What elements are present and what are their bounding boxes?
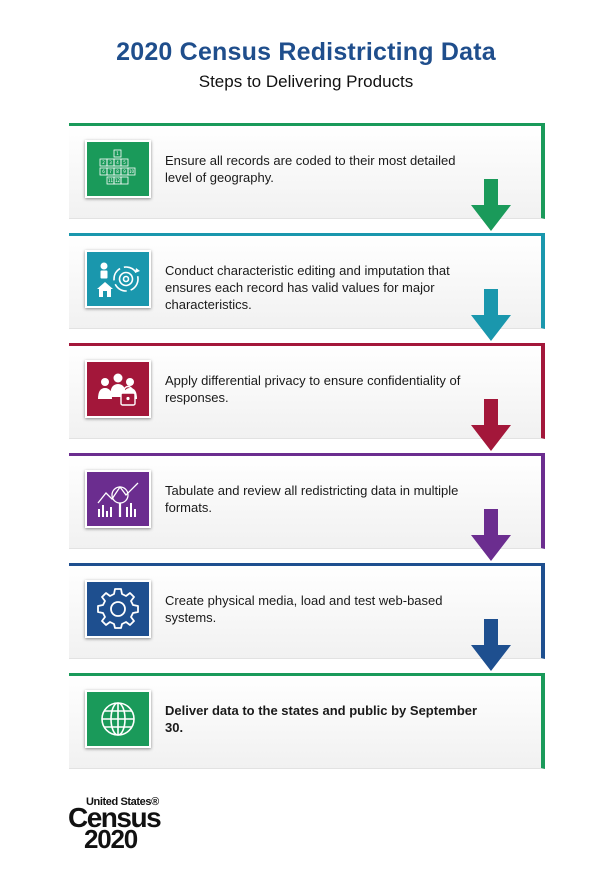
svg-text:3: 3 — [109, 160, 112, 165]
page-subtitle: Steps to Delivering Products — [198, 72, 414, 91]
arrow-down-icon — [471, 399, 511, 451]
svg-text:11: 11 — [108, 178, 114, 183]
gear-icon — [85, 580, 151, 638]
svg-text:10: 10 — [129, 169, 135, 174]
svg-text:7: 7 — [109, 169, 112, 174]
logo-united-states: United States® — [86, 796, 159, 808]
step-6: Deliver data to the states and public by… — [69, 673, 545, 769]
arrow-down-icon — [471, 619, 511, 671]
page-title: 2020 Census Redistricting Data — [116, 38, 496, 66]
step-3-text: Apply differential privacy to ensure con… — [165, 373, 461, 405]
logo-year: 2020 — [84, 824, 138, 854]
step-5: Create physical media, load and test web… — [69, 563, 545, 659]
logo-census: Census — [68, 802, 162, 833]
step-4-text: Tabulate and review all redistricting da… — [165, 483, 459, 515]
svg-text:8: 8 — [116, 169, 119, 174]
privacy-lock-icon — [85, 360, 151, 418]
census-2020-logo: United States® Census 2020 — [68, 796, 178, 856]
svg-text:4: 4 — [116, 160, 119, 165]
globe-icon — [85, 690, 151, 748]
arrow-down-icon — [471, 289, 511, 341]
svg-text:9: 9 — [123, 169, 126, 174]
svg-text:1: 1 — [116, 151, 119, 156]
step-3: Apply differential privacy to ensure con… — [69, 343, 545, 439]
step-6-text: Deliver data to the states and public by… — [165, 703, 478, 735]
svg-text:6: 6 — [102, 169, 105, 174]
tabulate-review-icon — [85, 470, 151, 528]
arrow-down-icon — [471, 509, 511, 561]
step-2: Conduct characteristic editing and imput… — [69, 233, 545, 329]
step-1-text: Ensure all records are coded to their mo… — [165, 153, 456, 185]
svg-text:12: 12 — [115, 178, 121, 183]
step-4: Tabulate and review all redistricting da… — [69, 453, 545, 549]
svg-text:5: 5 — [123, 160, 126, 165]
step-2-text: Conduct characteristic editing and imput… — [165, 263, 450, 312]
svg-text:2: 2 — [102, 160, 105, 165]
editing-imputation-icon — [85, 250, 151, 308]
step-5-text: Create physical media, load and test web… — [165, 593, 443, 625]
arrow-down-icon — [471, 179, 511, 231]
